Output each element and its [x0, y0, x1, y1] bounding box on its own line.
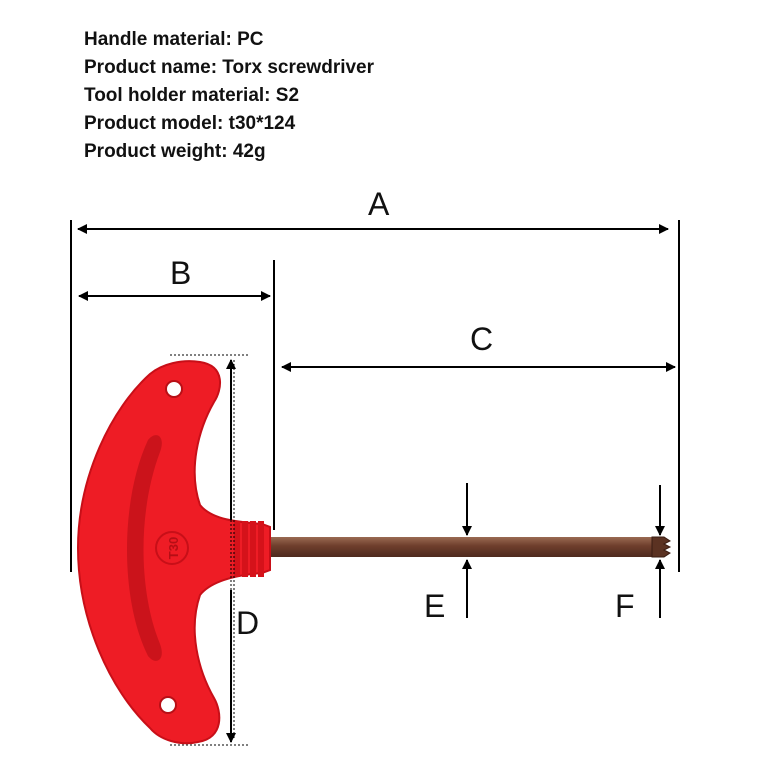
shaft — [266, 537, 658, 557]
spec-product-name: Product name: Torx screwdriver — [84, 57, 375, 78]
dimension-label-c: C — [470, 321, 493, 357]
dimension-label-f: F — [615, 588, 635, 624]
dimension-label-b: B — [170, 255, 191, 291]
spec-holder-material: Tool holder material: S2 — [84, 85, 300, 106]
dimension-label-d: D — [236, 605, 259, 641]
torx-tip — [651, 536, 672, 558]
spec-handle-material: Handle material: PC — [84, 29, 264, 50]
spec-product-weight: Product weight: 42g — [84, 141, 266, 162]
dimension-label-e: E — [424, 588, 445, 624]
handle: T30 — [76, 360, 271, 745]
handle-marking: T30 — [166, 537, 181, 559]
spec-list: Handle material: PC Product name: Torx s… — [84, 26, 374, 166]
dimension-label-a: A — [368, 186, 390, 222]
spec-product-model: Product model: t30*124 — [84, 113, 296, 134]
